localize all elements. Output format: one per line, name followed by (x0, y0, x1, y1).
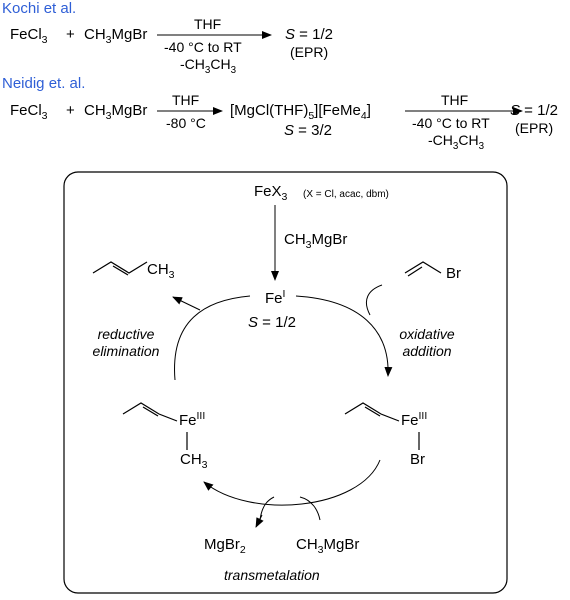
kochi-reactant-grignard: CH3MgBr (84, 26, 148, 46)
product-alkene-bonds (92, 261, 148, 274)
left-vinyl-bonds (122, 402, 178, 422)
transmetalation-ch3mgbr: CH3MgBr (296, 536, 360, 556)
cycle-precursor-note: (X = Cl, acac, dbm) (303, 189, 389, 200)
kochi-arrow-byproduct: -CH3CH3 (180, 56, 237, 76)
neidig-plus: + (66, 102, 75, 119)
neidig-product-spin: S = 1/2 (510, 102, 558, 119)
oxidative-addition-arc (295, 295, 393, 377)
right-vinyl-bonds (344, 402, 400, 422)
kochi-heading: Kochi et al. (2, 0, 77, 17)
neidig-intermediate-spin: S = 3/2 (284, 122, 332, 139)
substrate-alkene-bonds (404, 261, 442, 274)
kochi-plus: + (66, 26, 75, 43)
left-fe-iii: FeIII (179, 410, 206, 429)
ch3mgbr-entry-curve (299, 496, 321, 521)
cycle-center-spin: S = 1/2 (248, 314, 296, 331)
cycle-precursor: FeX3 (254, 183, 288, 203)
cycle-substrate-br: Br (446, 265, 461, 282)
kochi-product-spin: S = 1/2 (285, 26, 333, 43)
step-transmetalation: transmetalation (224, 567, 320, 583)
substrate-entry-curve (366, 284, 383, 316)
neidig-arrow1-temperature: -80 °C (166, 115, 206, 131)
neidig-intermediate-formula: [MgCl(THF)5][FeMe4] (230, 102, 371, 122)
neidig-reactant-grignard: CH3MgBr (84, 102, 148, 122)
neidig-product-note: (EPR) (515, 120, 554, 136)
cycle-product-ch3: CH3 (147, 261, 175, 281)
neidig-heading: Neidig et. al. (2, 75, 86, 92)
left-fe-ch3: CH3 (180, 451, 208, 471)
cycle-activation-reagent: CH3MgBr (284, 231, 348, 251)
reductive-elimination-arc (174, 295, 251, 381)
transmetalation-arc (203, 459, 381, 506)
step-reductive-elimination: reductive elimination (92, 326, 160, 359)
catalytic-cycle-box (63, 171, 508, 594)
cycle-center-fe: FeI (265, 288, 286, 307)
neidig-reactant-fecl3: FeCl3 (10, 102, 48, 122)
kochi-arrow-conditions: -40 °C to RT (164, 39, 242, 55)
transmetalation-mgbr2: MgBr2 (204, 536, 246, 556)
neidig-arrow2-solvent: THF (441, 92, 469, 108)
kochi-arrow-solvent: THF (194, 16, 222, 32)
mgbr2-exit-curve (259, 496, 275, 521)
kochi-reactant-fecl3: FeCl3 (10, 26, 48, 46)
right-fe-iii: FeIII (401, 410, 428, 429)
neidig-arrow2-conditions: -40 °C to RT (412, 115, 490, 131)
neidig-arrow2-byproduct: -CH3CH3 (428, 132, 485, 152)
neidig-arrow1-solvent: THF (172, 92, 200, 108)
step-oxidative-addition: oxidative addition (399, 326, 455, 359)
kochi-product-note: (EPR) (290, 44, 329, 60)
right-fe-br: Br (410, 451, 425, 468)
